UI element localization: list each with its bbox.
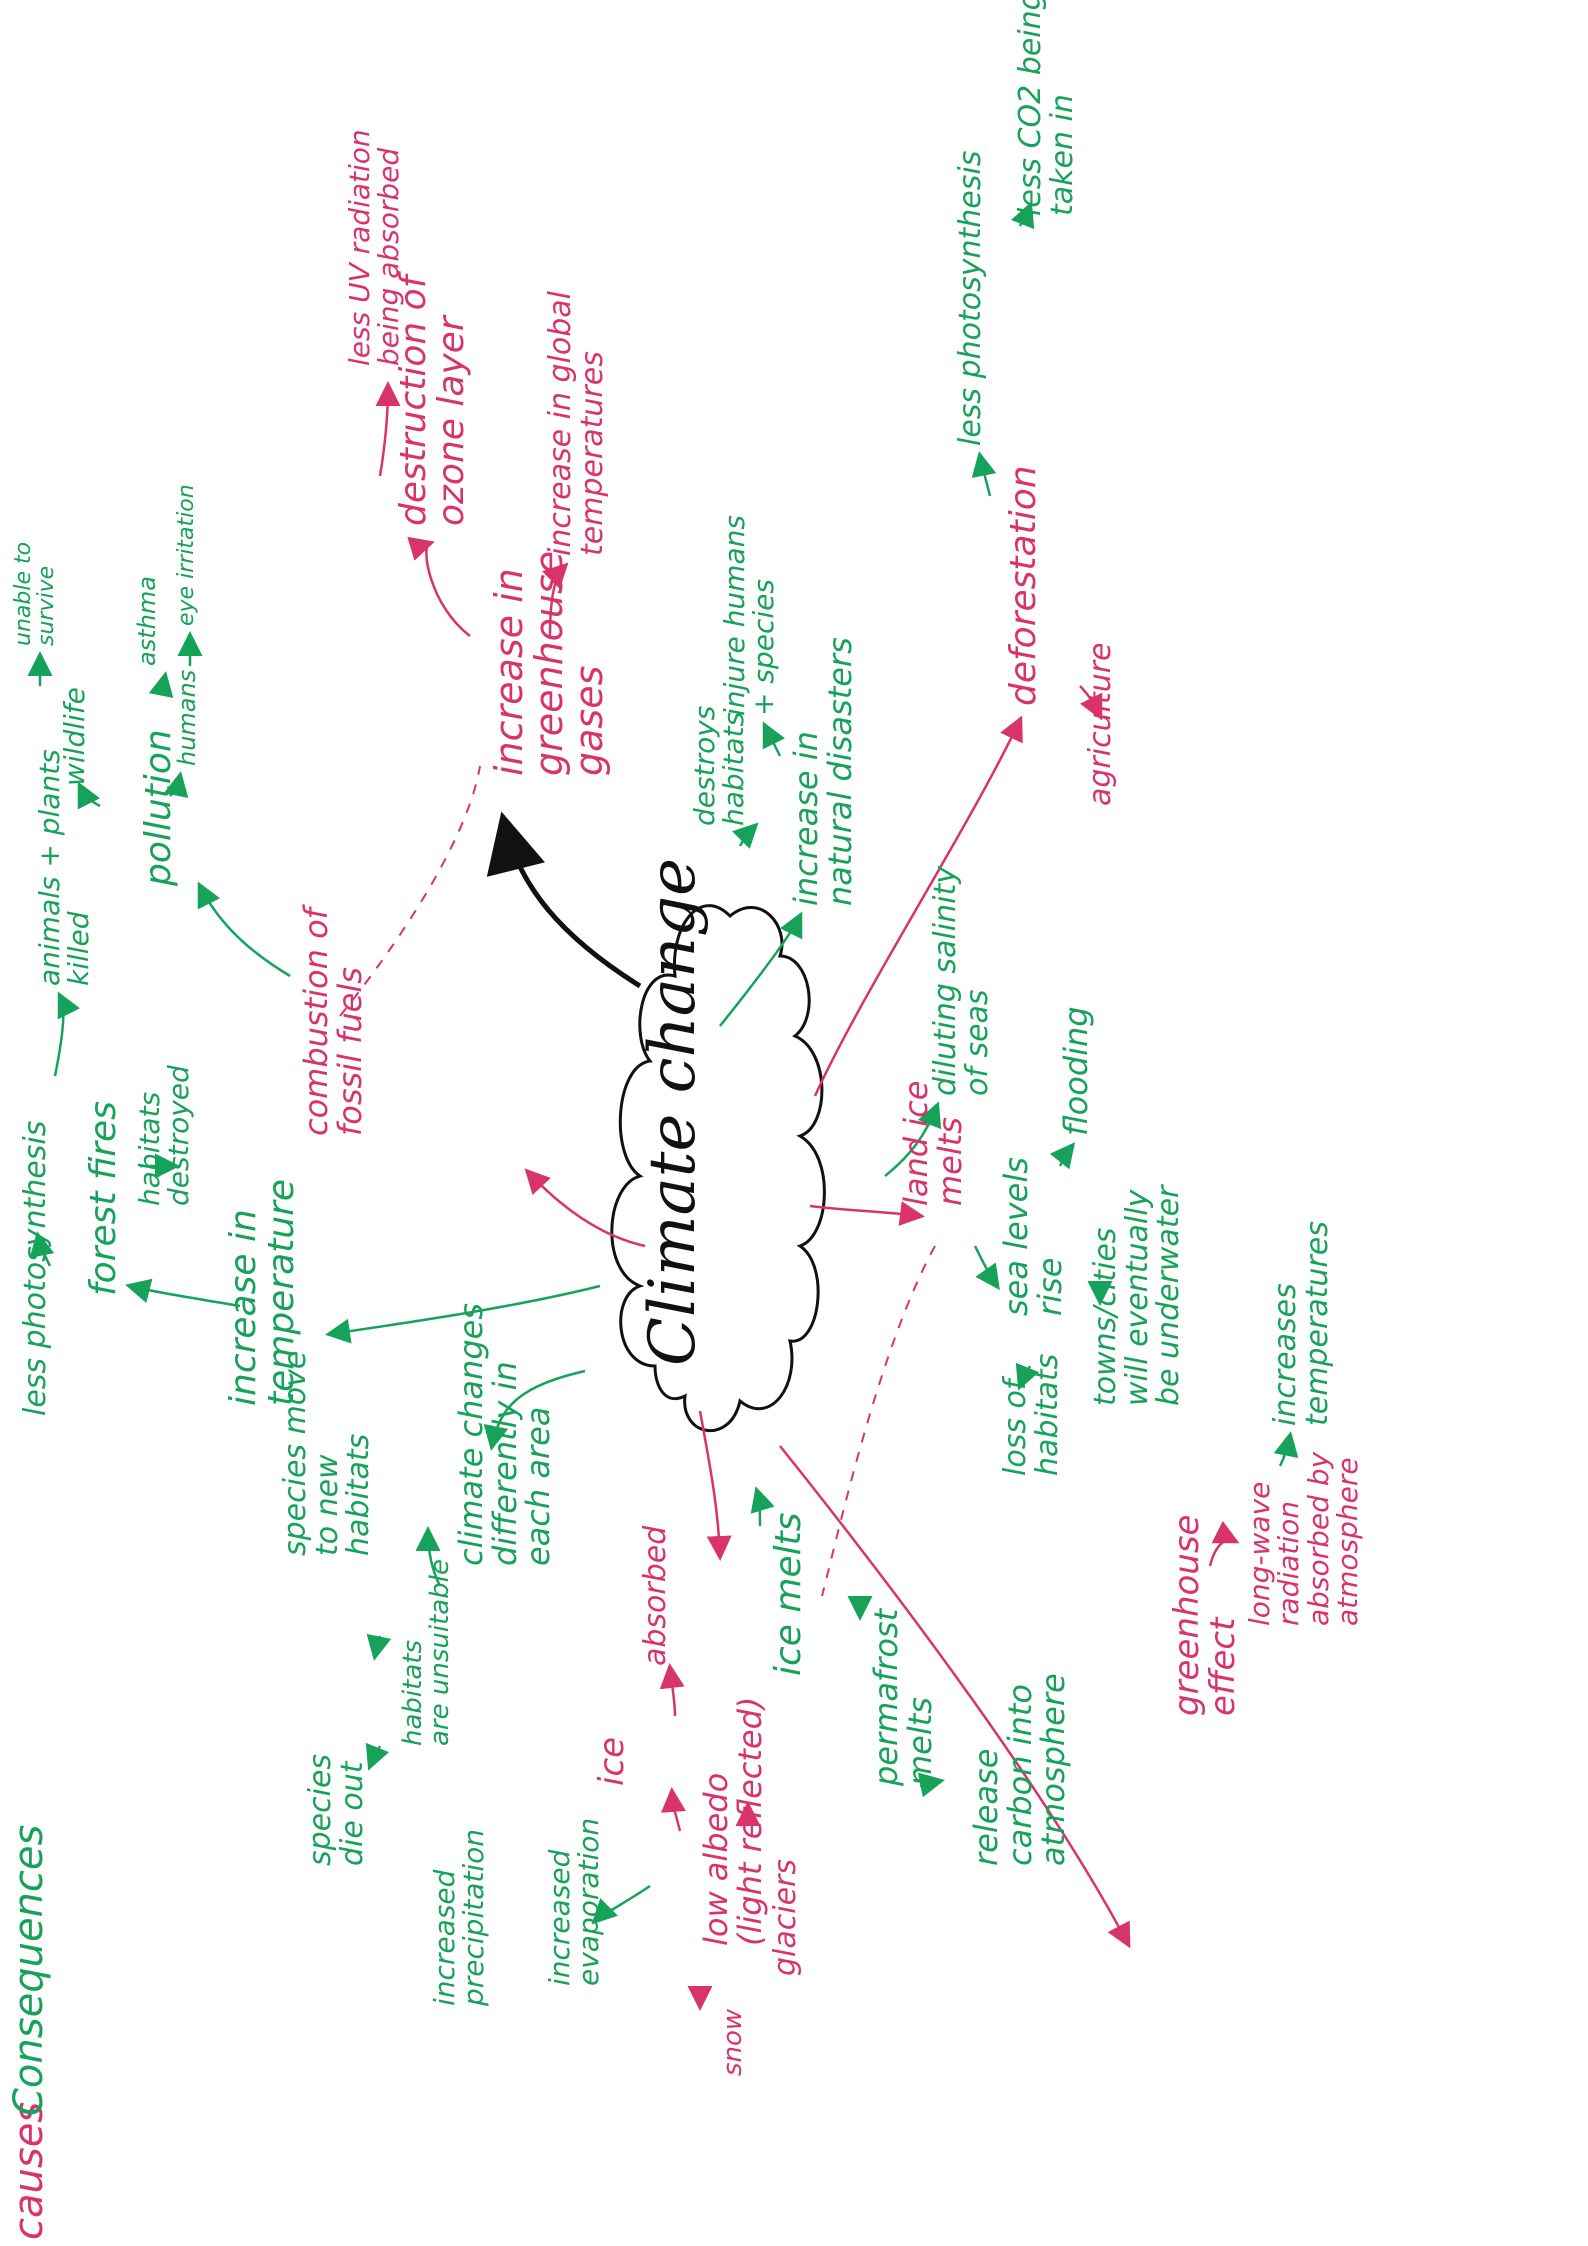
link-temperature xyxy=(325,1284,601,1344)
link-pollution-humans xyxy=(163,771,189,799)
cons-evaporation: increased evaporation xyxy=(543,1817,606,1986)
cause-temp-inc: increase in global temperatures xyxy=(543,290,610,556)
link-greenhouse xyxy=(779,1445,1131,1949)
link-disasters-injure xyxy=(762,721,786,757)
cause-deforestation: deforestation xyxy=(1003,465,1044,706)
legend-consequences: Consequences xyxy=(6,1824,52,2116)
cons-climate-changes: climate changes differently in each area xyxy=(452,1303,558,1566)
link-fires-photo xyxy=(29,1231,55,1267)
link-photo-co2 xyxy=(1010,201,1035,230)
link-loss-temps xyxy=(1273,1431,1299,1467)
cons-unable: unable to survive xyxy=(11,541,60,646)
link-albedo xyxy=(698,1410,732,1561)
cause-uv: less UV radiation being absorbed xyxy=(343,129,406,366)
cons-less-photo: less photosynthesis xyxy=(953,150,988,446)
link-disasters xyxy=(719,911,803,1027)
cons-species-die: species die out xyxy=(303,1753,370,1866)
link-agri xyxy=(1079,685,1103,721)
cons-precipitation: increased precipitation xyxy=(428,1828,491,2006)
link-ice xyxy=(660,1787,686,1832)
link-move-unsuitable xyxy=(366,1633,392,1661)
link-climate-changes xyxy=(483,1369,586,1451)
cons-salinity: diluting salinity of seas xyxy=(928,866,995,1096)
link-pollution-wildlife xyxy=(77,781,101,810)
legend-causes: causes xyxy=(6,2101,52,2240)
cons-permafrost: permafrost melts xyxy=(867,1608,939,1786)
link-albedo-evap xyxy=(591,1884,651,1925)
center-title: Climate change xyxy=(636,858,710,1366)
cause-land-ice: land ice melts xyxy=(897,1080,969,1206)
cause-agriculture: agriculture xyxy=(1083,642,1118,806)
cause-glaciers: glaciers xyxy=(768,1858,803,1976)
cons-ice-melts: ice melts xyxy=(768,1512,809,1676)
link-salinity xyxy=(884,1101,942,1177)
link-deforestation xyxy=(813,715,1023,1097)
cons-injure: injure humans + species xyxy=(718,515,781,716)
link-temps xyxy=(542,562,569,637)
cause-snow: snow xyxy=(718,2008,748,2076)
link-glaciers xyxy=(735,1801,761,1827)
cause-greenhouse-effect: greenhouse effect xyxy=(1167,1514,1243,1716)
cons-habitats-unsuitable: habitats are unsuitable xyxy=(398,1559,456,1746)
cause-ozone: destruction of ozone layer xyxy=(393,275,472,526)
cons-towns: towns/cities will eventually be underwat… xyxy=(1088,1185,1186,1406)
cons-forest-fires: forest fires xyxy=(83,1101,124,1296)
cons-less-co2: less CO2 being taken in xyxy=(1013,0,1080,216)
cons-habitats-destroyed: habitats destroyed xyxy=(133,1065,196,1206)
cons-release: release carbon into atmosphere xyxy=(967,1673,1073,1866)
dash-fuels-ghg xyxy=(339,765,481,1017)
cons-flooding: flooding xyxy=(1057,1006,1095,1136)
link-ghg xyxy=(486,811,642,989)
link-sea-levels xyxy=(973,1245,1000,1291)
cause-albedo: low albedo (light reflected) xyxy=(697,1696,769,1946)
link-land-ice xyxy=(809,1201,925,1226)
link-uv xyxy=(375,381,401,477)
link-defor-photo xyxy=(971,451,997,497)
link-absorbed xyxy=(659,1663,685,1717)
cons-destroys: destroys habitats xyxy=(688,705,751,826)
cons-humans: humans xyxy=(173,669,201,766)
cons-wildlife: wildlife xyxy=(58,687,91,786)
link-climate-move xyxy=(415,1526,442,1587)
link-disasters-destroys xyxy=(732,822,759,849)
link-salinity-flooding xyxy=(1049,1142,1076,1170)
center-cloud xyxy=(610,904,826,1432)
link-ice-melts xyxy=(750,1486,775,1527)
cause-longwave: long-wave radiation absorbed by atmosphe… xyxy=(1243,1451,1365,1626)
cause-absorbed: absorbed xyxy=(638,1525,673,1666)
cons-disasters: increase in natural disasters xyxy=(787,637,859,906)
cause-ghg: increase in greenhouse gases xyxy=(487,550,611,776)
cons-loss-habitats: loss of habitats xyxy=(998,1353,1065,1476)
link-longwave xyxy=(1208,1520,1240,1567)
link-sea-loss xyxy=(1015,1362,1040,1391)
link-combustion xyxy=(524,1168,646,1248)
link-fires-animals xyxy=(53,991,81,1077)
cons-eye: eye irritation xyxy=(174,484,199,626)
cause-ice: ice xyxy=(592,1736,632,1786)
cons-less-photo-far: less photosynthesis xyxy=(18,1120,53,1416)
link-temp-fires xyxy=(125,1278,241,1308)
cons-sea-levels: sea levels rise xyxy=(997,1157,1069,1316)
cons-asthma: asthma xyxy=(133,576,161,666)
link-ozone xyxy=(407,536,471,637)
link-unsuitable-die xyxy=(365,1742,390,1771)
link-humans-asthma xyxy=(148,671,174,699)
cause-combustion: combustion of fossil fuels xyxy=(297,908,369,1136)
link-perm-release xyxy=(917,1772,945,1798)
cons-increases-temps: increases temperatures xyxy=(1268,1221,1335,1426)
cons-species-move: species move to new habitats xyxy=(278,1350,376,1556)
link-fuels-pollution xyxy=(197,881,291,978)
dash-landice-icemelts xyxy=(821,1245,936,1597)
